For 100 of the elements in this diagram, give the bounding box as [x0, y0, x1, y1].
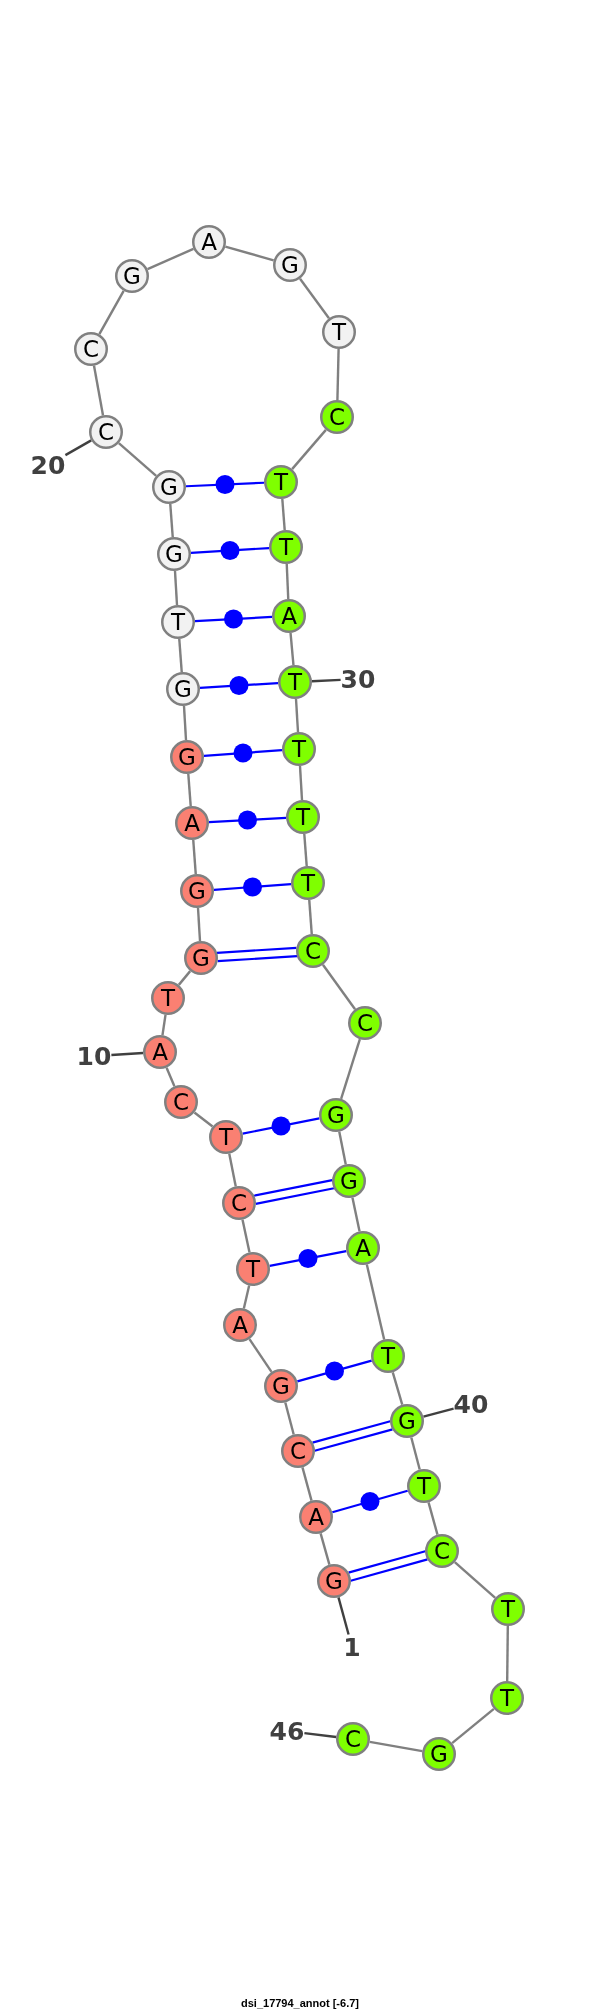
nucleotide-circle: T	[322, 315, 356, 349]
backbone-line	[336, 348, 340, 401]
nucleotide-circle: G	[332, 1164, 366, 1198]
base-pair-double-line	[312, 1420, 393, 1452]
backbone-line	[169, 503, 174, 538]
backbone-line	[193, 1111, 214, 1128]
nucleotide-circle: G	[264, 1369, 298, 1403]
backbone-line	[369, 1740, 423, 1753]
backbone-line	[427, 1502, 439, 1535]
leader-line	[304, 1731, 337, 1739]
leader-line	[111, 1051, 144, 1057]
base-pair-double-line	[216, 946, 298, 963]
nucleotide-circle: A	[175, 806, 209, 840]
backbone-line	[118, 442, 157, 477]
leader-line	[337, 1597, 350, 1635]
nucleotide-circle: T	[291, 866, 325, 900]
nucleotide-circle: C	[348, 1006, 382, 1040]
nucleotide-circle: T	[491, 1592, 525, 1626]
backbone-line	[192, 839, 197, 875]
nucleotide-circle: G	[319, 1098, 353, 1132]
caption: dsi_17794_annot [-6.7]	[241, 1997, 359, 2011]
backbone-line	[196, 907, 202, 942]
backbone-line	[303, 833, 308, 867]
position-number: 20	[30, 452, 66, 478]
nucleotide-circle: T	[490, 1681, 524, 1715]
backbone-line	[173, 570, 179, 606]
backbone-line	[177, 970, 192, 986]
nucleotide-circle: T	[371, 1339, 405, 1373]
nucleotide-circle: A	[143, 1035, 177, 1069]
leader-line	[423, 1407, 454, 1418]
nucleotide-circle: T	[269, 530, 303, 564]
nucleotide-circle: T	[161, 605, 195, 639]
nucleotide-circle: G	[390, 1404, 424, 1438]
backbone-line	[228, 1153, 237, 1187]
position-number: 40	[453, 1391, 489, 1417]
nucleotide-circle: G	[166, 672, 200, 706]
backbone-line	[299, 278, 330, 319]
nucleotide-circle: C	[164, 1085, 198, 1119]
nucleotide-circle: G	[180, 874, 214, 908]
backbone-line	[319, 1533, 331, 1565]
nucleotide-circle: A	[272, 599, 306, 633]
backbone-line	[339, 1038, 362, 1100]
backbone-line	[321, 964, 357, 1010]
nucleotide-circle: C	[74, 332, 108, 366]
base-pair-double-line	[348, 1550, 428, 1582]
nucleotide-circle: T	[286, 800, 320, 834]
backbone-line	[298, 765, 304, 801]
backbone-line	[291, 429, 327, 470]
nucleotide-circle: A	[223, 1308, 257, 1342]
position-number: 1	[343, 1634, 361, 1660]
position-number: 30	[340, 666, 376, 692]
backbone-line	[98, 290, 125, 335]
nucleotide-circle: G	[273, 248, 307, 282]
nucleotide-circle: G	[152, 470, 186, 504]
nucleotide-circle: C	[89, 415, 123, 449]
nucleotide-circle: T	[407, 1469, 441, 1503]
backbone-line	[187, 773, 192, 807]
nucleotide-circle: C	[425, 1534, 459, 1568]
position-number: 46	[269, 1718, 305, 1744]
backbone-line	[351, 1197, 361, 1232]
nucleotide-circle: T	[151, 981, 185, 1015]
backbone-line	[165, 1067, 176, 1087]
nucleotide-circle: A	[299, 1500, 333, 1534]
backbone-line	[161, 1014, 167, 1036]
base-pair-double-line	[253, 1178, 335, 1206]
nucleotide-circle: C	[320, 400, 354, 434]
nucleotide-circle: C	[336, 1722, 370, 1756]
backbone-line	[248, 1338, 273, 1373]
nucleotide-circle: G	[184, 941, 218, 975]
backbone-line	[410, 1437, 421, 1470]
nucleotide-circle: T	[209, 1120, 243, 1154]
nucleotide-circle: T	[278, 665, 312, 699]
backbone-line	[285, 563, 290, 600]
backbone-line	[451, 1707, 495, 1745]
backbone-line	[225, 245, 274, 262]
nucleotide-circle: C	[281, 1434, 315, 1468]
backbone-line	[391, 1372, 404, 1405]
backbone-line	[92, 365, 105, 416]
nucleotide-circle: T	[236, 1252, 270, 1286]
nucleotide-circle: A	[346, 1231, 380, 1265]
backbone-line	[178, 638, 183, 673]
backbone-line	[242, 1285, 251, 1309]
nucleotide-circle: T	[264, 465, 298, 499]
backbone-line	[338, 1131, 347, 1165]
backbone-line	[308, 899, 313, 935]
backbone-line	[301, 1467, 313, 1501]
backbone-line	[453, 1561, 497, 1599]
nucleotide-circle: G	[170, 740, 204, 774]
backbone-line	[147, 247, 194, 271]
nucleotide-circle: T	[282, 732, 316, 766]
backbone-line	[365, 1264, 386, 1340]
nucleotide-circle: G	[317, 1564, 351, 1598]
position-number: 10	[76, 1043, 112, 1069]
leader-line	[311, 678, 341, 683]
nucleotide-circle: G	[115, 259, 149, 293]
backbone-line	[241, 1219, 251, 1253]
backbone-line	[506, 1626, 509, 1681]
nucleotide-circle: G	[422, 1737, 456, 1771]
backbone-line	[284, 1402, 295, 1435]
nucleotide-circle: C	[222, 1186, 256, 1220]
